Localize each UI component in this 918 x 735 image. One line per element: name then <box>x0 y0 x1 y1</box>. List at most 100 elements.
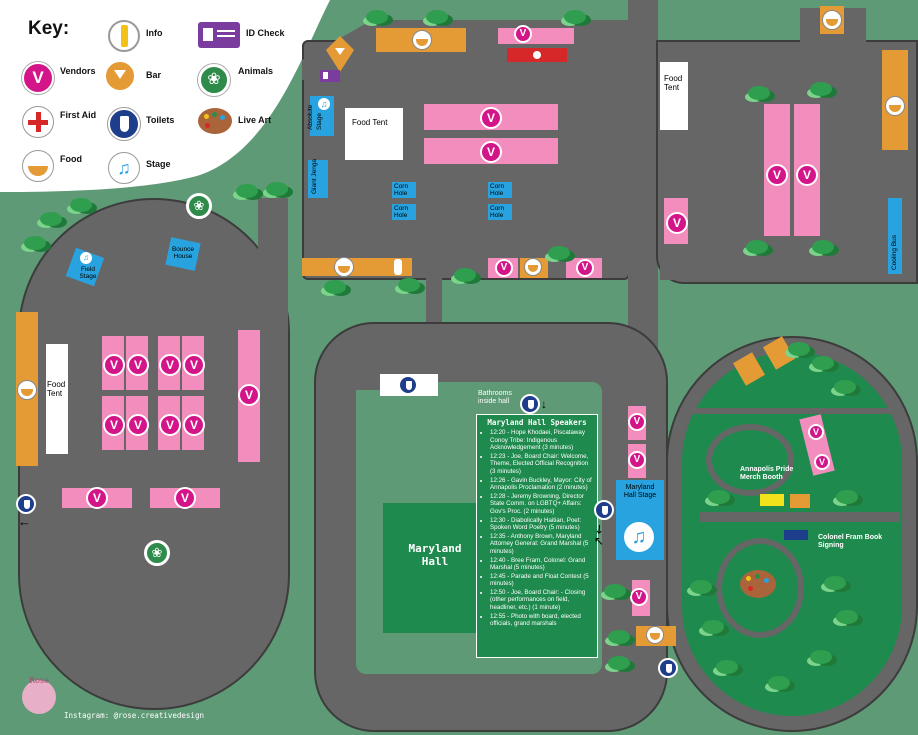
speaker-item: 12:45 - Parade and Float Contest (5 minu… <box>490 573 593 588</box>
tree-icon <box>836 490 858 504</box>
key-label-id-check: ID Check <box>246 28 285 38</box>
speaker-item: 12:40 - Bree Fram, Colonel: Grand Marsha… <box>490 557 593 572</box>
food-bowl-icon <box>412 30 432 50</box>
park-inner-circle-top <box>706 424 794 496</box>
tree-icon <box>746 240 768 254</box>
speaker-item: 12:28 - Jeremy Browning, Director State … <box>490 493 593 516</box>
key-label-bar: Bar <box>146 70 162 80</box>
toilet-icon <box>594 500 614 520</box>
music-note-icon: ♫ <box>108 152 140 184</box>
food-bowl-icon <box>17 380 37 400</box>
vendor-v-icon: V <box>127 354 149 376</box>
vendor-v-icon: V <box>183 354 205 376</box>
tree-icon <box>810 650 832 664</box>
corn-hole-2-label: Corn Hole <box>394 205 409 219</box>
speaker-item: 12:20 - Hope Khodaei, Piscataway Conoy T… <box>490 429 593 452</box>
vendor-v-icon: V <box>103 414 125 436</box>
tree-icon <box>548 246 570 260</box>
vendor-v-icon: V <box>628 451 646 469</box>
field-stage-label: Field Stage <box>79 266 97 280</box>
maryland-hall-stage-label: Maryland Hall Stage <box>623 484 657 499</box>
vendor-v-icon: V <box>666 212 688 234</box>
book-signing-label: Colonel Fram Book Signing <box>818 534 883 549</box>
key-label-stage: Stage <box>146 159 171 169</box>
rose-logo: Rose <box>22 676 56 714</box>
speaker-item: 12:23 - Joe, Board Chair: Welcome, Theme… <box>490 453 593 476</box>
tree-icon <box>398 278 420 292</box>
paw-icon: ❀ <box>198 64 230 96</box>
tree-icon <box>690 580 712 594</box>
tree-icon <box>40 212 62 226</box>
tree-icon <box>810 82 832 96</box>
speaker-item: 12:35 - Anthony Brown, Maryland Attorney… <box>490 533 593 556</box>
tree-icon <box>716 660 738 674</box>
food-tent-center-label: Food Tent <box>352 118 388 127</box>
corn-hole-1 <box>392 182 416 198</box>
key-label-vendors: Vendors <box>60 66 96 76</box>
road-left-vertical <box>258 198 288 498</box>
speakers-schedule-panel: Maryland Hall Speakers 12:20 - Hope Khod… <box>476 414 598 658</box>
key-label-first-aid: First Aid <box>60 110 97 120</box>
vendor-v-icon: V <box>238 384 260 406</box>
speaker-item: 12:26 - Gavin Buckley, Mayor: City of An… <box>490 477 593 492</box>
vendor-v-icon: V <box>514 25 532 43</box>
food-bowl-icon <box>885 96 905 116</box>
vendor-v-icon: V <box>495 259 513 277</box>
park-inner-circle-bottom <box>716 538 804 638</box>
toilet-icon <box>16 494 36 514</box>
arrow-down-icon: → <box>539 399 553 411</box>
bottle-icon <box>394 259 402 275</box>
vendor-v-icon: V <box>103 354 125 376</box>
id-card-icon <box>198 22 240 48</box>
paw-icon: ❀ <box>186 193 212 219</box>
key-title: Key: <box>28 18 70 39</box>
tree-icon <box>608 656 630 670</box>
food-bowl-icon <box>822 10 842 30</box>
tree-icon <box>236 184 258 198</box>
giant-jenga <box>308 160 328 198</box>
music-note-icon: ♫ <box>318 98 330 110</box>
corn-hole-1-label: Corn Hole <box>394 183 409 197</box>
corn-hole-4-label: Corn Hole <box>490 205 505 219</box>
paint-palette-icon <box>740 570 776 598</box>
vendor-v-icon: V <box>159 354 181 376</box>
key-label-info: Info <box>146 28 163 38</box>
cooling-bus <box>888 198 902 274</box>
key-panel-bg <box>0 0 330 192</box>
vendor-v-icon: V <box>576 259 594 277</box>
corn-hole-4 <box>488 204 512 220</box>
vendor-v-icon: V <box>814 454 830 470</box>
vendor-v-icon: V <box>86 487 108 509</box>
tree-icon <box>24 236 46 250</box>
tree-icon <box>426 10 448 24</box>
vendor-v-icon: V <box>796 164 818 186</box>
vendor-v-icon: V <box>127 414 149 436</box>
first-aid-cross-icon <box>22 106 54 138</box>
vendor-v-icon: V <box>183 414 205 436</box>
key-label-toilets: Toilets <box>146 115 175 125</box>
food-tent-left <box>46 344 68 454</box>
paw-icon: ❀ <box>144 540 170 566</box>
arrow-left-icon: ← <box>18 514 31 529</box>
tree-icon <box>836 610 858 624</box>
food-tent-center <box>345 108 403 160</box>
bounce-house-label: Bounce House <box>171 246 195 260</box>
tree-icon <box>788 342 810 356</box>
tree-icon <box>708 490 730 504</box>
park-path-top <box>682 408 902 414</box>
tree-icon <box>702 620 724 634</box>
arrow-icon: ↖ <box>594 534 605 548</box>
vendor-v-icon: V <box>480 107 502 129</box>
music-note-icon: ♫ <box>624 522 654 552</box>
tree-icon <box>748 86 770 100</box>
food-bowl-icon <box>334 257 354 277</box>
toilet-icon <box>398 375 418 395</box>
corn-hole-3-label: Corn Hole <box>490 183 505 197</box>
absolute-stage-label: Absolute Stage <box>307 104 323 130</box>
giant-jenga-label: Giant Jenga <box>311 158 318 194</box>
cocktail-bottle-icon <box>104 60 136 92</box>
tree-icon <box>454 268 476 282</box>
bar-tent <box>326 36 354 72</box>
merch-booth <box>760 494 784 506</box>
tree-icon <box>834 380 856 394</box>
